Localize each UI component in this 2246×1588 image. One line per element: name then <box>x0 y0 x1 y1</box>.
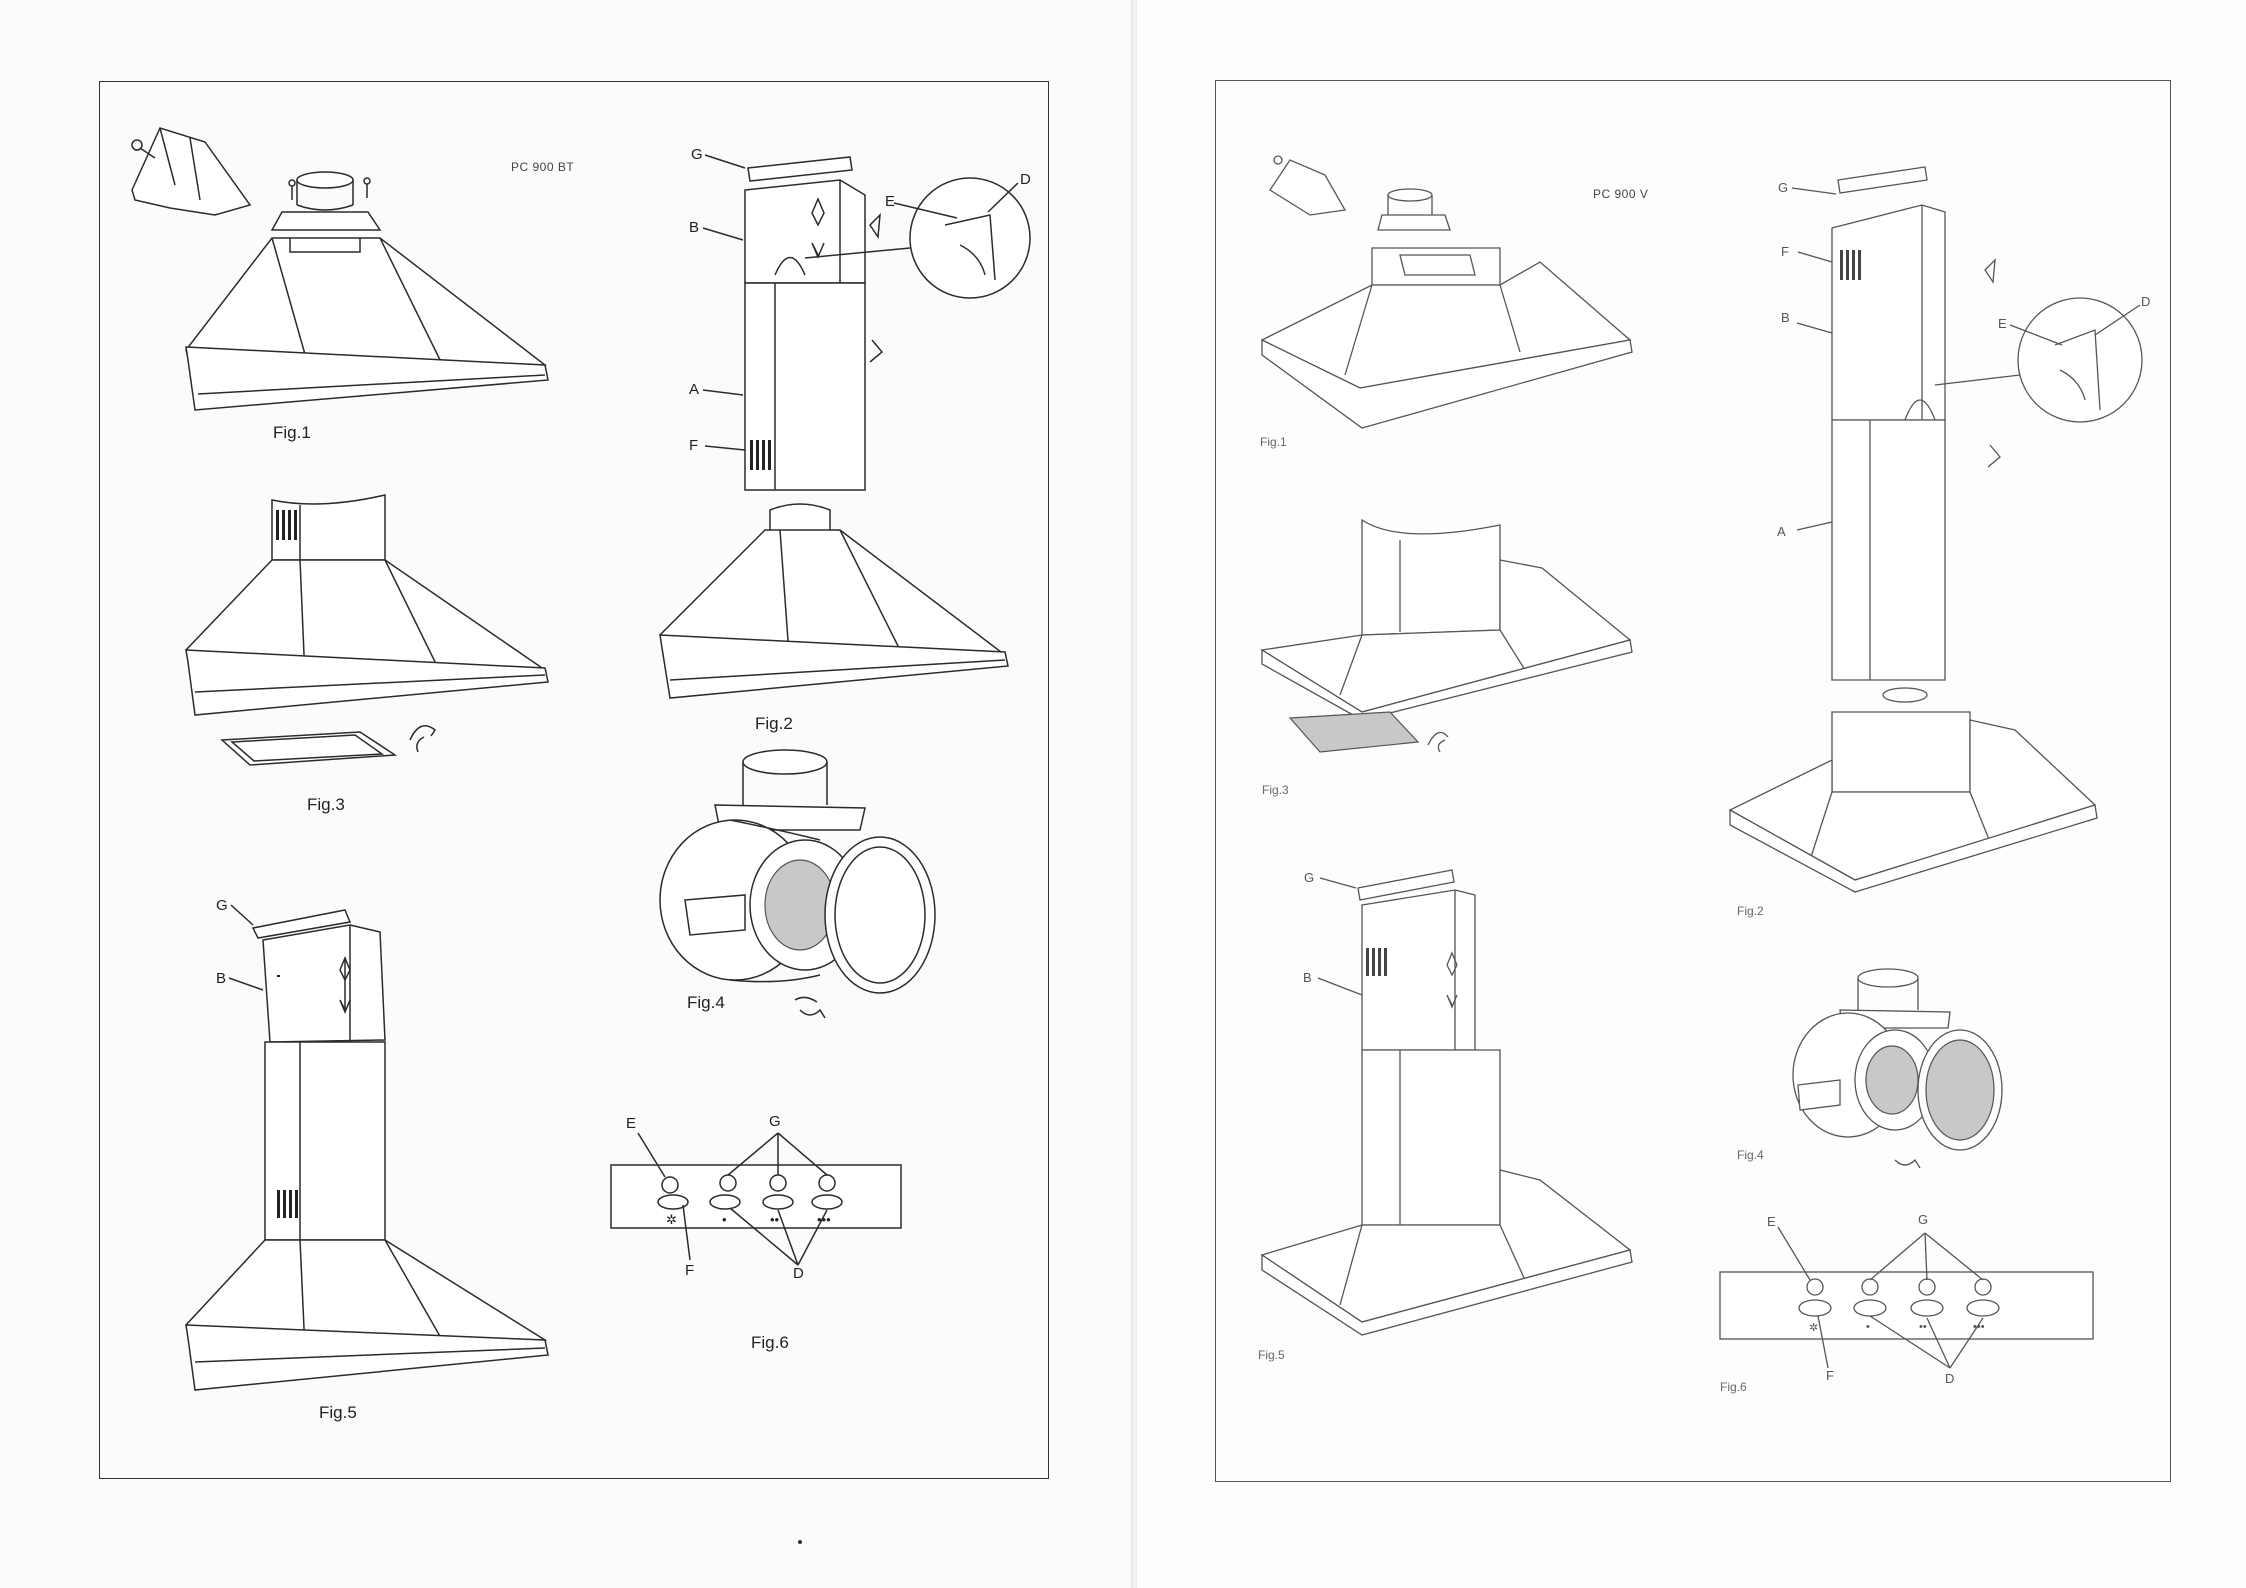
left-fig3-hood-drawing <box>186 495 548 765</box>
right-fig6-label-d: D <box>1945 1371 1954 1386</box>
left-fig2-caption: Fig.2 <box>755 714 793 734</box>
right-fig6-caption: Fig.6 <box>1720 1380 1747 1394</box>
right-fig3-caption: Fig.3 <box>1262 783 1289 797</box>
right-fig6-label-e: E <box>1767 1214 1776 1229</box>
right-fig6-label-g: G <box>1918 1212 1928 1227</box>
left-fig3-caption: Fig.3 <box>307 795 345 815</box>
left-fig6-label-g: G <box>769 1113 781 1130</box>
left-fig2-label-f: F <box>689 437 698 454</box>
right-fig3-hood-drawing <box>1262 520 1632 752</box>
left-fig6-label-e: E <box>626 1115 636 1132</box>
left-fig2-label-e: E <box>885 193 895 210</box>
left-fig5-label-g: G <box>216 897 228 914</box>
page-mark <box>798 1540 802 1544</box>
left-fig4-motor-drawing <box>660 750 935 1018</box>
right-fig2-label-d: D <box>2141 294 2150 309</box>
right-panel-symbol-light: ✲ <box>1809 1321 1818 1334</box>
left-fig6-panel-drawing <box>611 1133 901 1265</box>
right-fig4-caption: Fig.4 <box>1737 1148 1764 1162</box>
left-fig5-label-b: B <box>216 970 226 987</box>
left-panel-symbol-speed2: •• <box>770 1212 779 1227</box>
right-fig2-label-b: B <box>1781 310 1790 325</box>
right-fig2-label-g: G <box>1778 180 1788 195</box>
right-fig5-label-b: B <box>1303 970 1312 985</box>
left-fig5-caption: Fig.5 <box>319 1403 357 1423</box>
right-fig1-caption: Fig.1 <box>1260 435 1287 449</box>
left-fig2-hood-drawing <box>660 157 1030 698</box>
left-fig6-label-d: D <box>793 1265 804 1282</box>
left-panel-symbol-light: ✲ <box>666 1212 677 1228</box>
left-fig6-label-f: F <box>685 1262 694 1279</box>
right-fig6-label-f: F <box>1826 1368 1834 1383</box>
left-fig1-hood-drawing <box>132 128 548 410</box>
right-fig2-label-f: F <box>1781 244 1789 259</box>
left-fig2-label-g: G <box>691 146 703 163</box>
left-fig4-caption: Fig.4 <box>687 993 725 1013</box>
left-fig2-label-b: B <box>689 219 699 236</box>
right-fig2-label-a: A <box>1777 524 1786 539</box>
left-fig2-label-d: D <box>1020 171 1031 188</box>
right-fig2-hood-drawing <box>1730 167 2142 892</box>
left-fig2-label-a: A <box>689 381 699 398</box>
left-fig6-caption: Fig.6 <box>751 1333 789 1353</box>
right-panel-symbol-speed2: •• <box>1919 1321 1927 1333</box>
left-panel-symbol-speed3: ••• <box>817 1212 831 1227</box>
right-fig6-panel-drawing <box>1720 1227 2093 1368</box>
right-fig5-caption: Fig.5 <box>1258 1348 1285 1362</box>
right-panel-symbol-speed1: • <box>1866 1321 1870 1333</box>
right-panel-symbol-speed3: ••• <box>1973 1321 1985 1333</box>
left-fig1-caption: Fig.1 <box>273 423 311 443</box>
right-fig5-hood-drawing <box>1262 870 1632 1335</box>
right-model-name: PC 900 V <box>1593 187 1648 201</box>
right-fig4-motor-drawing <box>1793 969 2002 1168</box>
left-panel-symbol-speed1: • <box>722 1212 727 1227</box>
left-model-name: PC 900 BT <box>511 160 574 174</box>
right-fig5-label-g: G <box>1304 870 1314 885</box>
right-fig1-hood-drawing <box>1262 156 1632 428</box>
right-fig2-label-e: E <box>1998 316 2007 331</box>
right-fig2-caption: Fig.2 <box>1737 904 1764 918</box>
